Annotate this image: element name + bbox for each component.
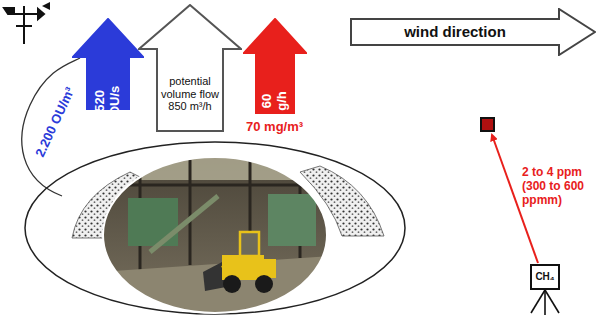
methane-sensor-box: CH₄ [530, 264, 560, 290]
node-text: wind direction [404, 23, 506, 40]
column [189, 160, 192, 265]
machine [128, 198, 178, 246]
hall-interior [100, 155, 330, 320]
mass-flow-arrow: 60 g/h [243, 18, 307, 114]
arrow-shape [139, 5, 241, 131]
volume-flow-arrow: potential volume flow 850 m³/h [138, 4, 242, 132]
hall-windows [115, 158, 315, 180]
path-concentration: 2 to 4 ppm (300 to 600 ppmm) [522, 166, 596, 207]
mass-concentration: 70 mg/m³ [246, 120, 303, 135]
vane-tail [4, 8, 14, 14]
loader-cab [240, 232, 259, 256]
odour-concentration: 2.200 OU/m³ [33, 85, 78, 159]
machine [268, 194, 316, 246]
tripod-leg [531, 290, 545, 313]
odour-emission-arrow: 520 OU/s [72, 18, 144, 110]
arrow-shape [351, 9, 595, 55]
tripod [531, 290, 559, 315]
wind-direction-arrow: wind direction [350, 8, 596, 56]
vane-flag [42, 2, 50, 10]
reflector [481, 118, 494, 131]
node-text: 520 OU/s [93, 82, 123, 120]
odour-plume [22, 58, 80, 196]
roof-beam [105, 184, 325, 187]
photo-frame [103, 157, 327, 313]
node-outline [138, 4, 242, 132]
node-text: potential volume flow 850 m³/h [158, 75, 222, 113]
arrow-shape [531, 265, 559, 289]
plant-photo [100, 155, 330, 320]
node-text: CH₄ [535, 271, 554, 283]
loader-wheel [255, 275, 273, 293]
loader-wheel [223, 275, 241, 293]
weather-vane [4, 2, 50, 44]
conveyor [150, 196, 218, 252]
vane-cross [16, 25, 32, 27]
tripod-leg [545, 290, 559, 313]
vane-head [38, 9, 44, 19]
tripod-leg [544, 290, 546, 315]
node-text: 60 g/h [260, 86, 290, 116]
